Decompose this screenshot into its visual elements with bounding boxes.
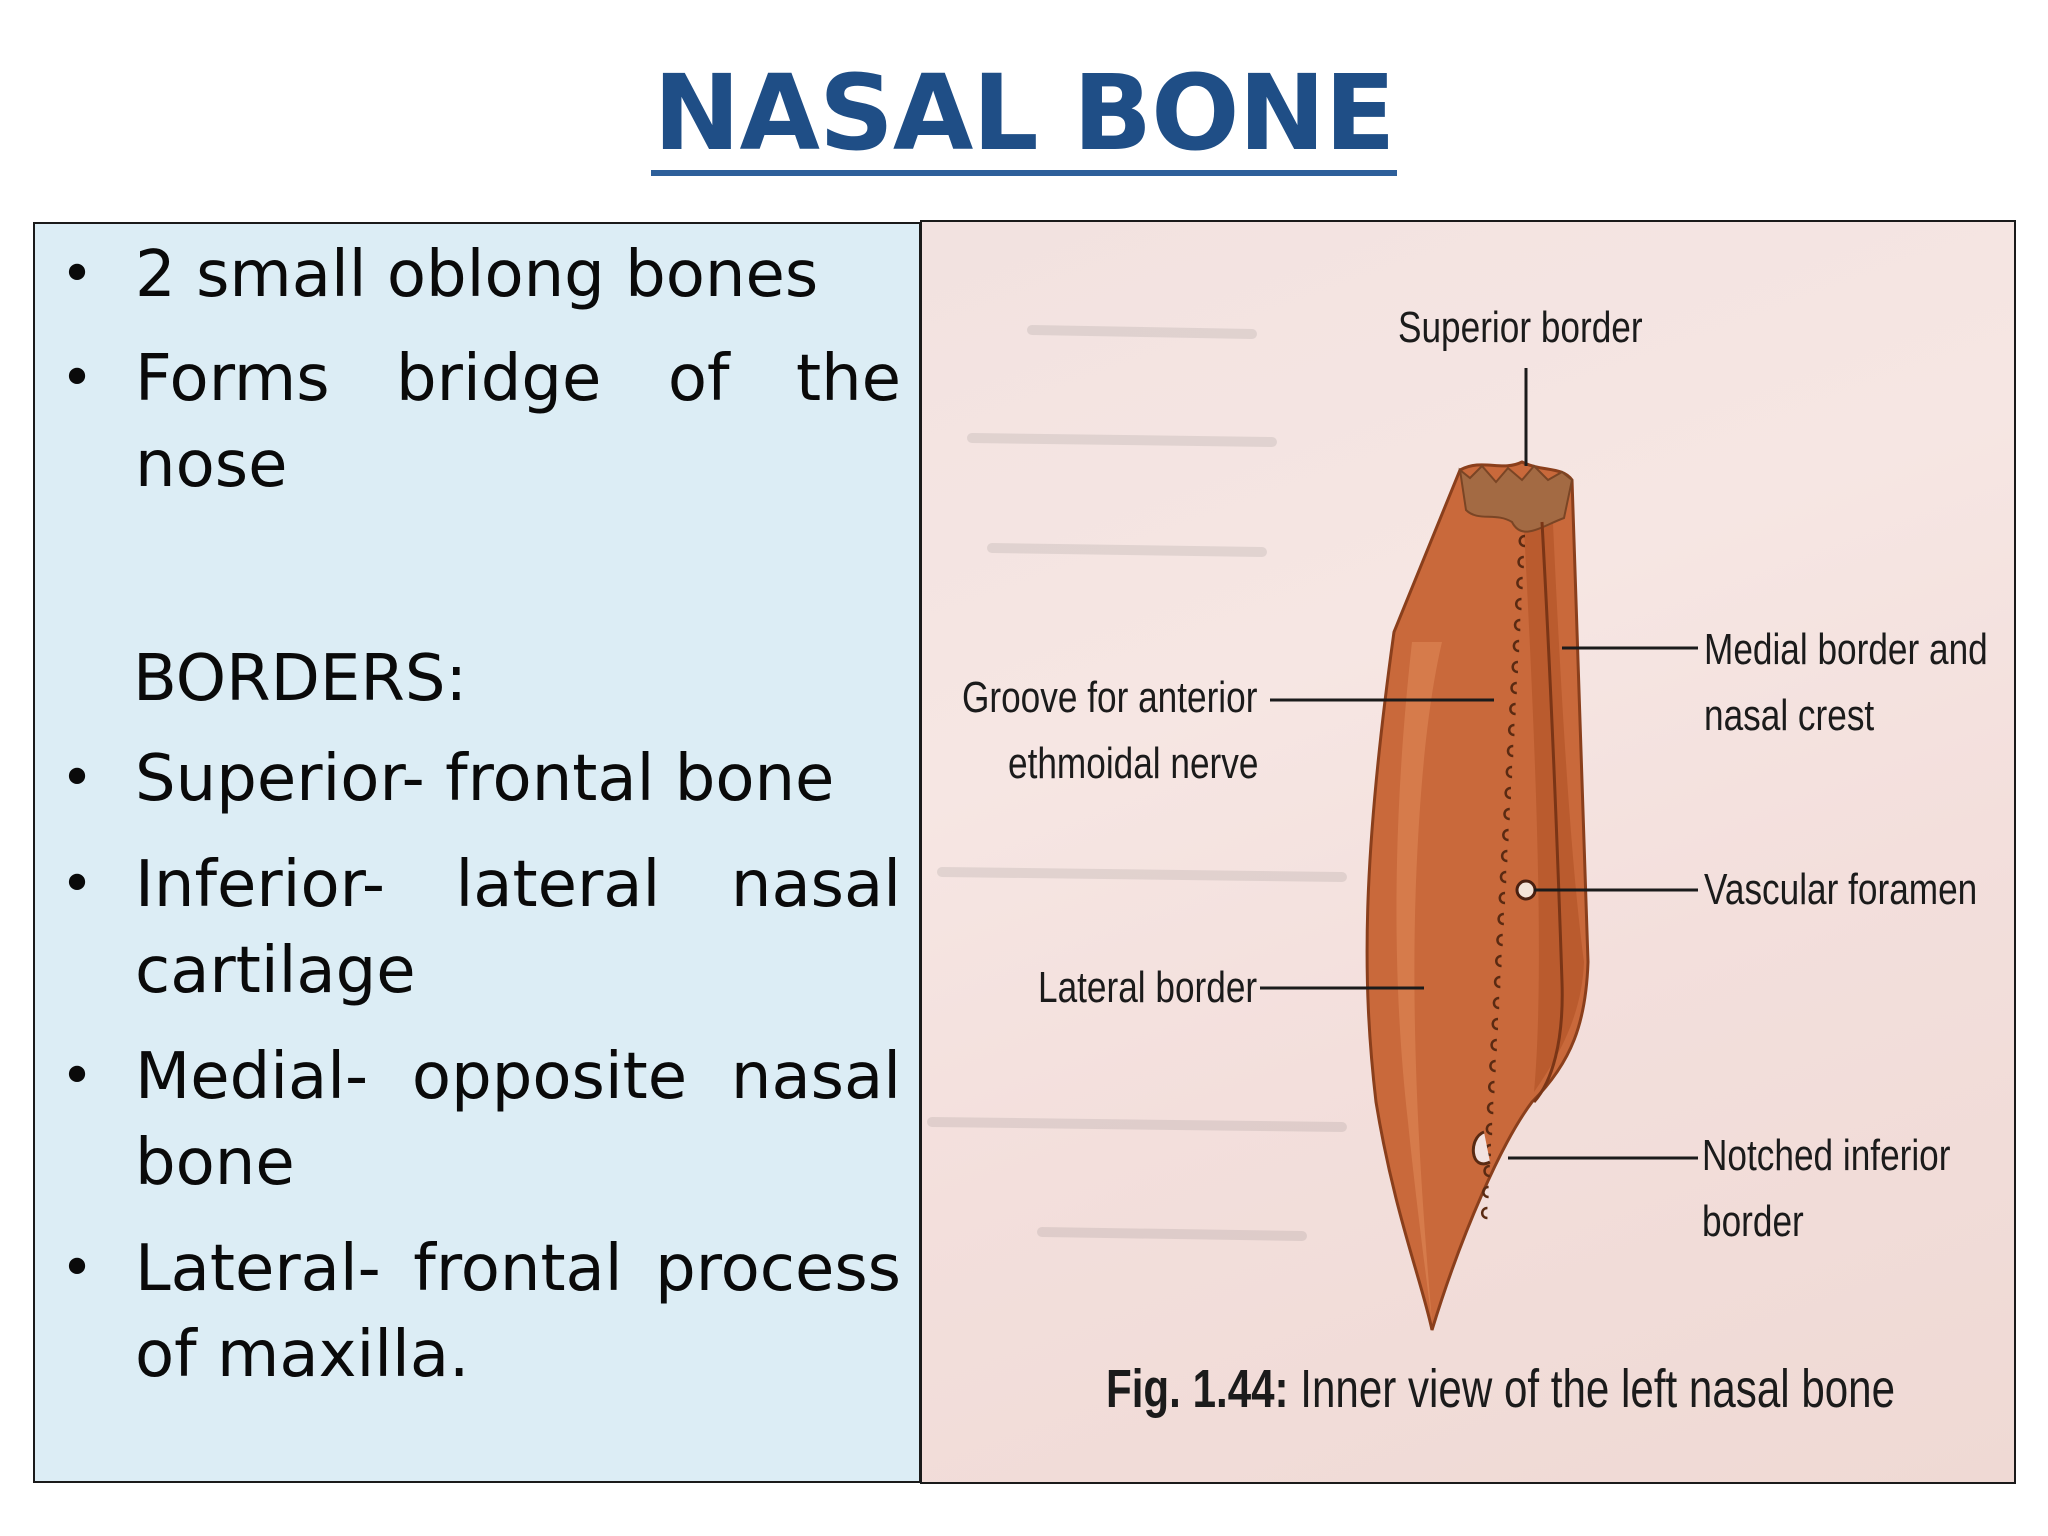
label-notched-line2: border [1702,1197,1804,1246]
borders-heading: BORDERS: [133,642,467,716]
caption-text: Inner view of the left nasal bone [1300,1359,1896,1419]
label-groove-line2: ethmoidal nerve [1008,739,1259,788]
groove-mark [1499,870,1507,884]
figure-caption: Fig. 1.44: Inner view of the left nasal … [1106,1358,1895,1420]
superior-border-edge [1458,464,1574,533]
slide-title: NASAL BONE [0,52,2048,177]
text-panel: • 2 small oblong bones • Forms bridge of… [33,222,921,1483]
groove-marks [922,222,1526,1220]
groove-mark [1483,1164,1491,1178]
groove-mark [1506,744,1514,758]
leader-lines [1260,368,1698,1160]
groove-mark [1491,1017,1499,1031]
groove-mark [1492,996,1500,1010]
groove-mark [1489,1059,1496,1073]
groove-mark [1495,954,1502,968]
groove-mark [1500,849,1508,863]
groove-mark [1509,702,1516,716]
groove-mark [1513,618,1521,632]
caption-label: Fig. 1.44: [1106,1359,1289,1419]
groove-mark [1488,1080,1495,1094]
slide-title-text: NASAL BONE [651,58,1397,177]
bullet-text: Medial- opposite nasal bone [135,1040,901,1200]
groove-mark [1496,933,1503,947]
groove-mark [1485,1122,1493,1136]
groove-mark [1514,597,1522,611]
groove-mark [1504,786,1512,800]
bullet-dot-icon: • [60,242,94,307]
bullet-dot-icon: • [60,1236,94,1301]
nasal-bone-figure: Superior border Groove for anterior ethm… [920,220,2016,1484]
groove-mark [1486,1101,1494,1115]
groove-mark [1498,891,1506,905]
groove-mark [1510,681,1517,695]
groove-mark [1517,555,1525,569]
label-vascular-foramen: Vascular foramen [1704,865,1978,914]
inferior-notch [1471,1130,1491,1166]
groove-mark [1497,912,1505,926]
bullet-text: Lateral- frontal process of maxilla. [135,1232,901,1392]
vascular-foramen [1515,879,1537,901]
groove-mark [1480,1206,1488,1220]
groove-mark [1512,639,1520,653]
label-medial-line1: Medial border and [1704,625,1988,674]
label-notched-line1: Notched inferior [1702,1131,1951,1180]
groove-mark [1505,765,1513,779]
groove-mark [1482,1185,1489,1199]
groove-mark [1507,723,1515,737]
groove-mark [1493,975,1501,989]
label-lateral-border: Lateral border [1038,963,1258,1012]
bullet-dot-icon: • [60,346,94,411]
label-superior-border: Superior border [1398,303,1643,352]
bullet-text: Superior- frontal bone [135,742,835,816]
groove-mark [1490,1038,1498,1052]
bullet-dot-icon: • [60,746,94,811]
nasal-bone-illustration [922,222,1698,1331]
bullet-text: 2 small oblong bones [135,238,819,312]
groove-mark [1502,828,1509,842]
bullet-text: Inferior- lateral nasal cartilage [135,848,901,1008]
bullet-dot-icon: • [60,1044,94,1109]
groove-mark [1518,534,1526,548]
groove-mark [1516,576,1523,590]
bullet-dot-icon: • [60,852,94,917]
groove-mark [1503,807,1510,821]
label-medial-line2: nasal crest [1704,691,1875,740]
label-groove-line1: Groove for anterior [962,673,1258,722]
bullet-text: Forms bridge of the nose [135,342,901,502]
groove-mark [1511,660,1519,674]
